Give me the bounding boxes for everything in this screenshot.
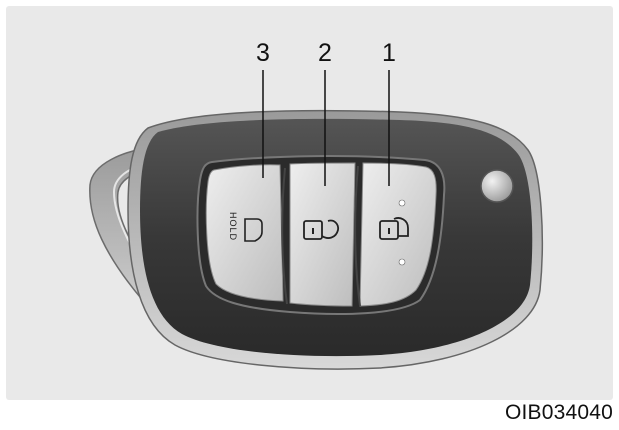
callout-number-1: 1 (382, 39, 396, 67)
indicator-dot (399, 200, 405, 206)
indicator-dot (399, 259, 405, 265)
figure-code: OIB034040 (505, 401, 613, 425)
hold-label: HOLD (228, 212, 238, 241)
callout-number-2: 2 (318, 39, 332, 67)
callout-number-3: 3 (256, 39, 270, 67)
release-pin[interactable] (481, 170, 513, 202)
